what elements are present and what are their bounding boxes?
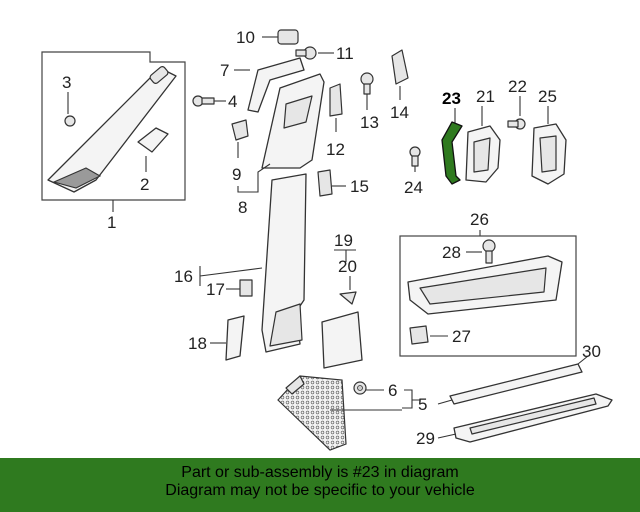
callout-21[interactable]: 21 <box>476 87 495 106</box>
part-24-screw[interactable] <box>409 146 421 167</box>
part-15-clip[interactable] <box>317 169 333 197</box>
callout-6[interactable]: 6 <box>388 381 397 400</box>
callout-17[interactable]: 17 <box>206 280 225 299</box>
callout-28[interactable]: 28 <box>442 243 461 262</box>
info-banner: Part or sub-assembly is #23 in diagram D… <box>0 458 640 512</box>
callout-19[interactable]: 19 <box>334 231 353 250</box>
part-9-clip-shape <box>231 119 249 141</box>
part-21-handle[interactable] <box>465 125 501 183</box>
part-30-harness-rail[interactable] <box>437 363 583 405</box>
part-16-b-pillar-lower-trim[interactable] <box>261 173 307 353</box>
part-14-clip[interactable] <box>391 49 409 85</box>
part-22-screw[interactable] <box>507 118 526 130</box>
part-29-step-trim[interactable] <box>453 393 613 443</box>
part-19-lower-trim-panel[interactable] <box>321 311 363 369</box>
callout-14[interactable]: 14 <box>390 103 409 122</box>
callout-12[interactable]: 12 <box>326 140 345 159</box>
callout-25[interactable]: 25 <box>538 87 557 106</box>
callout-8[interactable]: 8 <box>238 198 247 217</box>
a-pillar-trim-shape <box>47 67 177 193</box>
callout-27[interactable]: 27 <box>452 327 471 346</box>
part-23-highlighted-bracket[interactable] <box>441 121 463 185</box>
part-13-screw[interactable] <box>360 72 374 95</box>
part-2-clip-shape <box>137 127 169 153</box>
callout-2[interactable]: 2 <box>140 175 149 194</box>
part-26-sill-plate[interactable] <box>407 255 563 315</box>
part-17-clip[interactable] <box>239 279 253 297</box>
callout-9[interactable]: 9 <box>232 165 241 184</box>
part-1-group-box <box>41 51 186 201</box>
part-18-trim-piece[interactable] <box>225 315 245 361</box>
callout-11[interactable]: 11 <box>336 44 354 63</box>
part-10-clip[interactable] <box>277 29 299 45</box>
part-26-group-box <box>399 235 577 357</box>
part-12-clip[interactable] <box>329 83 343 117</box>
callout-10[interactable]: 10 <box>236 28 255 47</box>
callout-1[interactable]: 1 <box>107 213 116 232</box>
callout-4[interactable]: 4 <box>228 92 237 111</box>
callout-22[interactable]: 22 <box>508 77 527 96</box>
callout-5[interactable]: 5 <box>418 395 427 414</box>
callout-18[interactable]: 18 <box>188 334 207 353</box>
part-4-screw[interactable] <box>192 95 215 107</box>
part-3-clip-shape <box>64 115 76 127</box>
part-6-nut[interactable] <box>353 381 367 395</box>
banner-line-2: Diagram may not be specific to your vehi… <box>165 482 475 499</box>
callout-15[interactable]: 15 <box>350 177 369 196</box>
part-20-clip[interactable] <box>339 291 357 305</box>
parts-diagram: 1 3 2 4 10 11 7 9 8 12 13 <box>41 28 613 451</box>
callout-20[interactable]: 20 <box>338 257 357 276</box>
part-27-clip[interactable] <box>409 325 429 345</box>
part-7-upper-trim[interactable] <box>247 57 305 113</box>
part-11-screw[interactable] <box>295 46 317 60</box>
part-9-b-pillar-upper-trim[interactable] <box>231 73 325 169</box>
callout-24[interactable]: 24 <box>404 178 423 197</box>
banner-line-1: Part or sub-assembly is #23 in diagram <box>181 464 459 481</box>
callout-29[interactable]: 29 <box>416 429 435 448</box>
callout-23[interactable]: 23 <box>442 89 461 108</box>
part-28-screw[interactable] <box>482 239 496 264</box>
callout-30[interactable]: 30 <box>582 342 601 361</box>
callout-7[interactable]: 7 <box>220 61 229 80</box>
part-5-speaker-grille[interactable] <box>277 375 347 451</box>
callout-13[interactable]: 13 <box>360 113 379 132</box>
part-1-a-pillar-trim[interactable] <box>41 51 186 201</box>
callout-26[interactable]: 26 <box>470 210 489 229</box>
part-25-handle-bezel[interactable] <box>531 123 567 185</box>
callout-16[interactable]: 16 <box>174 267 193 286</box>
callout-3[interactable]: 3 <box>62 73 71 92</box>
